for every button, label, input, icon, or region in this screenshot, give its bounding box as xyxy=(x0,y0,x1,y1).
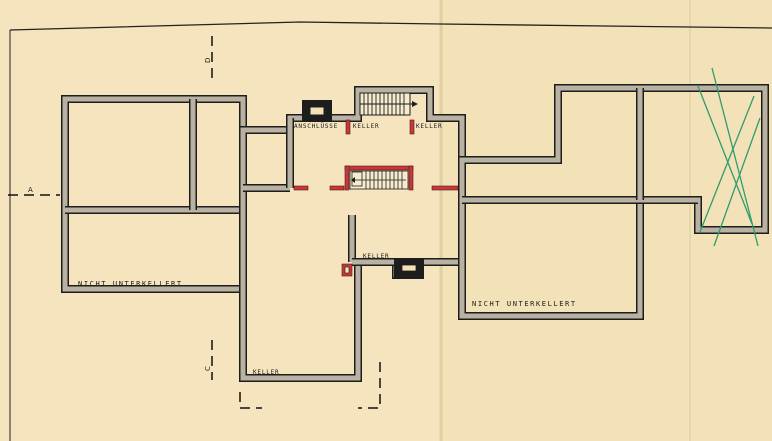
sheet-border-top xyxy=(9,21,772,31)
left-wing xyxy=(61,95,247,293)
label-anschluesse: ANSCHLÜSSE xyxy=(294,123,338,130)
label-nicht-unterkellert-right: NICHT UNTERKELLERT xyxy=(472,300,577,308)
paper-shade-left xyxy=(0,0,440,441)
door-markers xyxy=(293,119,459,277)
label-keller-top-left: KELLER xyxy=(353,123,379,130)
stairs-top xyxy=(359,92,418,116)
section-mark-d: D xyxy=(204,58,212,63)
label-nicht-unterkellert-left: NICHT UNTERKELLERT xyxy=(78,280,183,288)
stairs-mid xyxy=(344,165,414,191)
right-wing xyxy=(394,84,769,320)
label-keller-top-right: KELLER xyxy=(416,123,442,130)
section-lines xyxy=(8,36,381,409)
label-keller-mid: KELLER xyxy=(363,253,389,260)
section-mark-c: C xyxy=(204,366,212,371)
green-cross-lines xyxy=(697,67,761,247)
section-mark-a: A xyxy=(28,186,33,194)
label-keller-bottom: KELLER xyxy=(253,369,279,376)
